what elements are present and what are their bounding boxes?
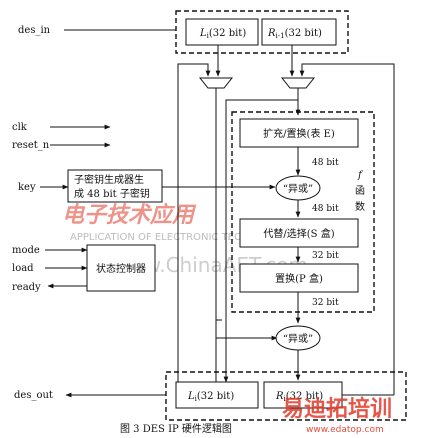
bits-32-a: 32 bit	[312, 251, 339, 261]
figure-caption: 图 3 DES IP 硬件逻辑图	[120, 422, 232, 435]
signal-des-out: des_out	[14, 390, 53, 401]
bottom-register-frame	[165, 371, 407, 421]
top-register-left	[185, 18, 259, 46]
signal-load: load	[12, 263, 34, 274]
watermark-journal-en: APPLICATION OF ELECTRONIC TECHNIQUE	[70, 232, 280, 243]
output-signal: des_out	[14, 390, 166, 401]
f-function-frame	[231, 111, 375, 313]
mux-left	[198, 77, 234, 89]
expand-permute-label: 扩充/置换(表 E)	[263, 127, 335, 140]
xor-node-1-label: “异或”	[283, 183, 313, 195]
f-function-group: 扩充/置换(表 E) 48 bit “异或” 48 bit 代替/选择(S 盒)…	[231, 111, 375, 324]
subkey-generator: 子密钥生成器生 成 48 bit 子密钥	[67, 169, 276, 203]
state-controller-label: 状态控制器	[96, 262, 146, 275]
watermark-journal-cn: 电子技术应用	[62, 202, 197, 228]
f-symbol: f	[357, 170, 364, 181]
mux-right	[280, 77, 316, 89]
mux-wiring	[177, 45, 395, 395]
watermark-edatop-url: www.edatop.com	[306, 425, 384, 435]
state-controller-box	[86, 244, 156, 292]
signal-key: key	[18, 182, 36, 193]
subkey-generator-line2: 成 48 bit 子密钥	[74, 187, 150, 200]
permute-pbox-label: 置换(P 盒)	[275, 272, 323, 285]
bottom-register-right-label: Ri(32 bit)	[275, 391, 323, 403]
top-register-right-label: Ri-1(32 bit)	[267, 28, 322, 40]
signal-ready: ready	[12, 282, 41, 293]
bits-32-b: 32 bit	[312, 298, 339, 308]
permute-pbox	[239, 263, 359, 293]
bits-48-b: 48 bit	[312, 204, 339, 214]
expand-permute-box	[239, 118, 359, 148]
signal-des-in: des_in	[18, 25, 51, 36]
signal-mode: mode	[12, 245, 40, 256]
signal-reset-n: reset_n	[12, 140, 50, 151]
substitute-sbox	[239, 218, 359, 248]
top-register-frame	[175, 10, 349, 54]
bottom-register-group: Li(32 bit) Ri(32 bit)	[165, 371, 407, 421]
bottom-register-left	[175, 381, 259, 409]
xor-node-2-label: “异或”	[283, 333, 313, 345]
input-signals: des_in clk reset_n key mode load ready	[12, 25, 176, 293]
top-register-left-label: Li(32 bit)	[199, 28, 246, 40]
subkey-generator-box	[67, 169, 163, 203]
bits-48-a: 48 bit	[312, 158, 339, 168]
substitute-sbox-label: 代替/选择(S 盒)	[263, 227, 334, 240]
bottom-register-right	[263, 381, 343, 409]
watermark-edatop: 易迪拓培训 www.edatop.com	[282, 396, 392, 435]
top-register-right	[261, 18, 337, 46]
state-controller: 状态控制器	[86, 244, 156, 292]
watermark-edatop-cn: 易迪拓培训	[282, 396, 392, 422]
f-han: 函	[355, 185, 365, 197]
bottom-register-left-label: Li(32 bit)	[187, 391, 234, 403]
xor-node-2-group: “异或”	[275, 325, 321, 381]
top-register-group: Li(32 bit) Ri-1(32 bit)	[175, 10, 349, 54]
signal-clk: clk	[12, 122, 28, 133]
f-shu: 数	[355, 200, 365, 213]
subkey-generator-line1: 子密钥生成器生	[74, 173, 144, 186]
